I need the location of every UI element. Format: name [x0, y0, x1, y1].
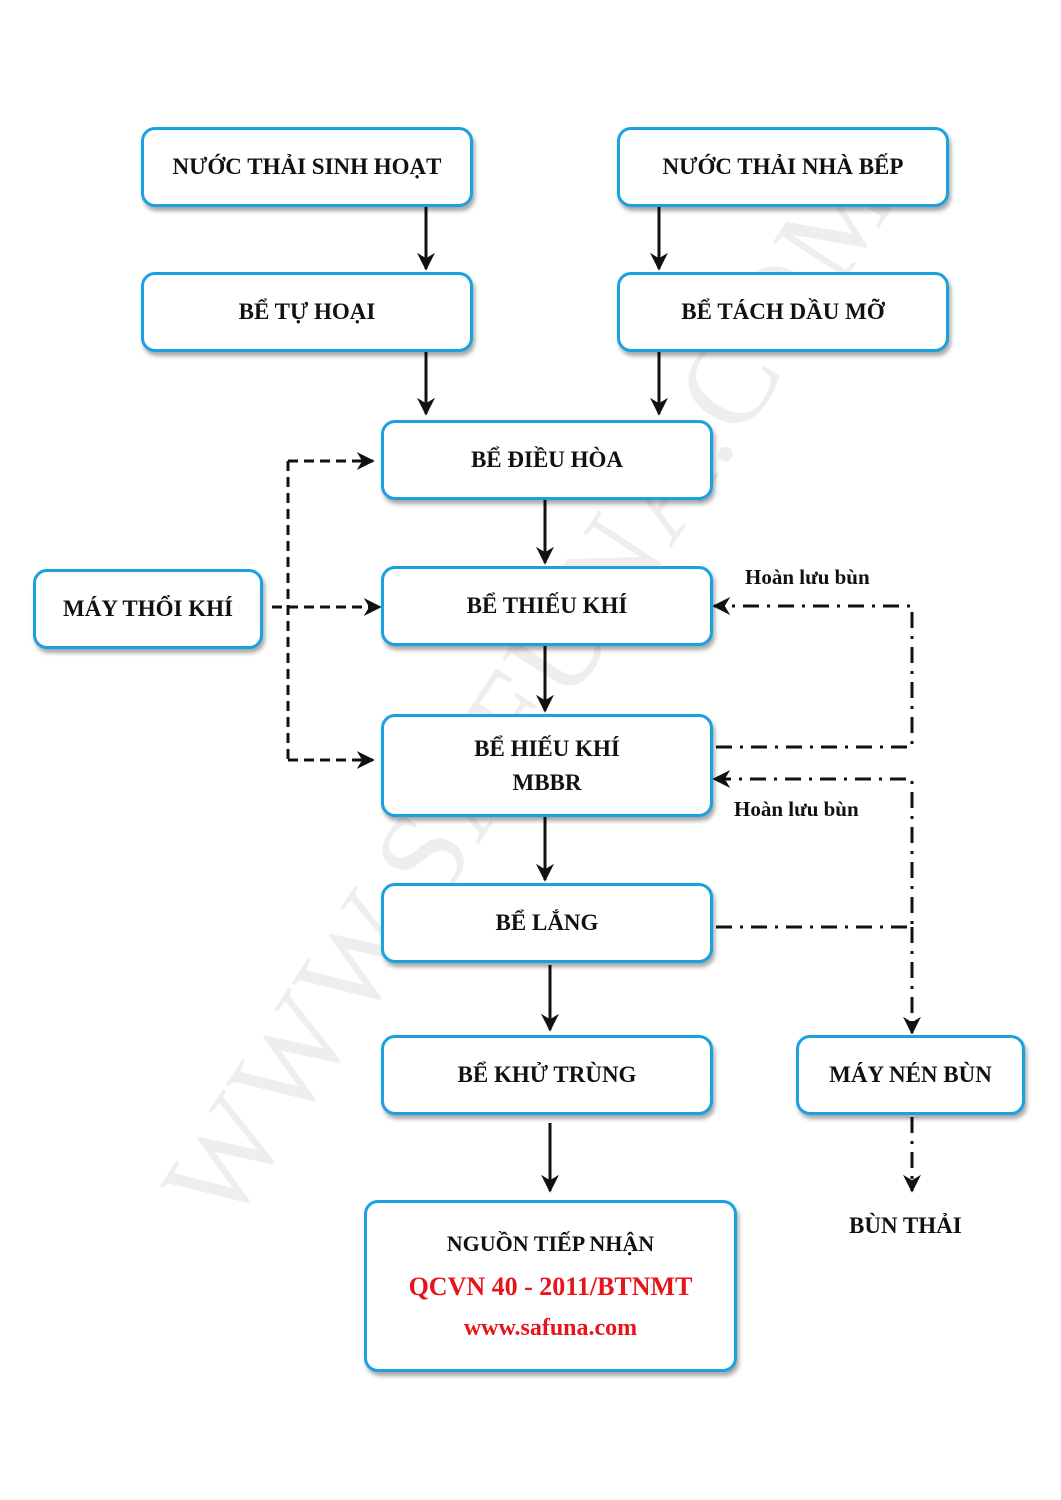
sludge-press-label: MÁY NÉN BÙN [829, 1062, 992, 1087]
septic-tank-label: BỂ TỰ HOẠI [238, 299, 376, 324]
kitchen-wastewater-label: NƯỚC THẢI NHÀ BẾP [662, 154, 904, 179]
website-label: www.safuna.com [463, 1315, 638, 1341]
disinfection-tank-box: BỂ KHỬ TRÙNG [381, 1035, 713, 1115]
standard-code-label: QCVN 40 - 2011/BTNMT [408, 1272, 693, 1301]
disinfection-tank-label: BỂ KHỬ TRÙNG [457, 1062, 637, 1087]
aerobic-tank-label: BỂ HIẾU KHÍ [474, 735, 620, 761]
grease-trap-label: BỂ TÁCH DẦU MỠ [681, 299, 885, 324]
receiving-source-label: NGUỒN TIẾP NHẬN [446, 1231, 655, 1256]
anoxic-tank-label: BỂ THIẾU KHÍ [466, 593, 628, 618]
sludge-return-label-top: Hoàn lưu bùn [745, 565, 870, 589]
kitchen-wastewater-box: NƯỚC THẢI NHÀ BẾP [617, 127, 949, 207]
grease-trap-box: BỂ TÁCH DẦU MỠ [617, 272, 949, 352]
sludge-press-box: MÁY NÉN BÙN [796, 1035, 1025, 1115]
settling-tank-label: BỂ LẮNG [495, 910, 599, 935]
septic-tank-box: BỂ TỰ HOẠI [141, 272, 473, 352]
sludge-return-aerobic-to-anoxic [712, 597, 914, 749]
equalization-tank-label: BỂ ĐIỀU HÒA [470, 447, 624, 472]
receiving-source-box: NGUỒN TIẾP NHẬN QCVN 40 - 2011/BTNMT www… [364, 1200, 737, 1372]
anoxic-tank-box: BỂ THIẾU KHÍ [381, 566, 713, 646]
air-blower-label: MÁY THỔI KHÍ [63, 596, 233, 621]
air-blower-box: MÁY THỔI KHÍ [33, 569, 263, 649]
sludge-return-label-bottom: Hoàn lưu bùn [734, 797, 859, 821]
domestic-wastewater-label: NƯỚC THẢI SINH HOẠT [172, 154, 442, 179]
mbbr-label: MBBR [512, 769, 582, 795]
waste-sludge-label: BÙN THẢI [849, 1213, 962, 1238]
domestic-wastewater-box: NƯỚC THẢI SINH HOẠT [141, 127, 473, 207]
equalization-tank-box: BỂ ĐIỀU HÒA [381, 420, 713, 500]
aerobic-mbbr-tank-box: BỂ HIẾU KHÍ MBBR [381, 714, 713, 817]
sludge-return-settling-to-aerobic [712, 770, 914, 929]
settling-tank-box: BỂ LẮNG [381, 883, 713, 963]
